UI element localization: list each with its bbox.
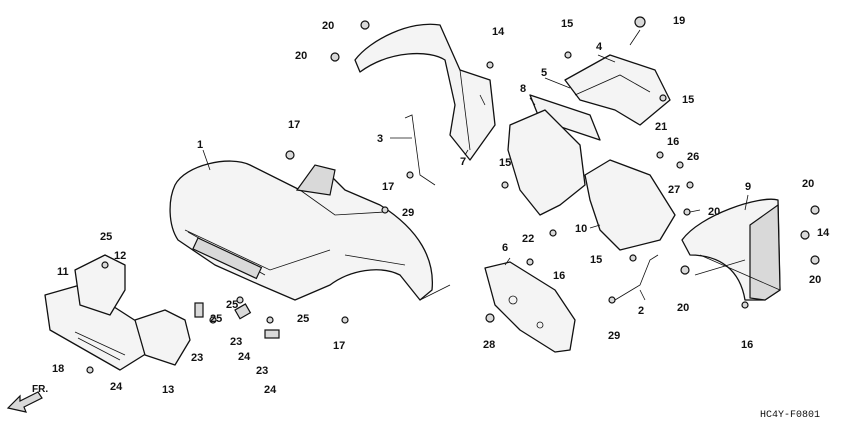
front-direction-arrow-icon: FR. [6, 384, 48, 413]
bracket-part [564, 54, 671, 126]
callout-11: 11 [57, 266, 69, 278]
callout-3: 3 [377, 133, 383, 145]
direction-label: FR. [32, 384, 48, 395]
mud-guard-part [484, 261, 576, 353]
callout-15d: 15 [590, 254, 602, 266]
callout-25c: 25 [210, 313, 222, 325]
callout-14a: 14 [492, 26, 505, 38]
callout-25d: 25 [297, 313, 309, 325]
callout-20e: 20 [809, 274, 821, 286]
callout-15c: 15 [499, 157, 511, 169]
callout-17a: 17 [288, 119, 300, 131]
callout-29b: 29 [608, 330, 620, 342]
callout-20b: 20 [295, 50, 307, 62]
callout-19: 19 [673, 15, 685, 27]
callout-22: 22 [522, 233, 534, 245]
callout-27: 27 [668, 184, 680, 196]
fastener-set [86, 16, 820, 374]
callout-20a: 20 [322, 20, 334, 32]
callout-23a: 23 [191, 352, 203, 364]
callout-24b: 24 [238, 351, 251, 363]
callout-21: 21 [655, 121, 667, 133]
housing-part [74, 254, 191, 366]
callout-23b: 23 [230, 336, 242, 348]
callout-labels: 1 2 3 4 5 6 7 8 9 10 11 12 13 14 14 15 1… [52, 15, 830, 396]
callout-23c: 23 [256, 365, 268, 377]
callout-16b: 16 [553, 270, 565, 282]
callout-14b: 14 [817, 227, 830, 239]
callout-24c: 24 [264, 384, 277, 396]
callout-17c: 17 [333, 340, 345, 352]
fender-flare-part [681, 198, 781, 301]
callout-9: 9 [745, 181, 751, 193]
callout-20c: 20 [708, 206, 720, 218]
callout-24a: 24 [110, 381, 123, 393]
rod-part [404, 114, 436, 186]
callout-20d: 20 [802, 178, 814, 190]
callout-26: 26 [687, 151, 699, 163]
callout-8: 8 [520, 83, 526, 95]
callout-17b: 17 [382, 181, 394, 193]
front-fender-part [169, 160, 434, 301]
callout-1: 1 [197, 139, 203, 151]
callout-25b: 25 [226, 299, 238, 311]
callout-15a: 15 [561, 18, 573, 30]
callout-20f: 20 [677, 302, 689, 314]
callout-4: 4 [596, 41, 603, 53]
leader-lines [202, 29, 781, 301]
callout-29a: 29 [402, 207, 414, 219]
drawing-code: HC4Y-F0801 [760, 410, 820, 421]
fender-stay-part [354, 23, 496, 161]
callout-5: 5 [541, 67, 547, 79]
callout-15b: 15 [682, 94, 694, 106]
callout-7: 7 [460, 156, 466, 168]
callout-18: 18 [52, 363, 64, 375]
callout-16a: 16 [667, 136, 679, 148]
callout-13: 13 [162, 384, 174, 396]
callout-10: 10 [575, 223, 587, 235]
callout-6: 6 [502, 242, 508, 254]
callout-28: 28 [483, 339, 495, 351]
inner-panel-part [507, 94, 676, 251]
callout-25a: 25 [100, 231, 112, 243]
callout-12: 12 [114, 250, 126, 262]
callout-2: 2 [638, 305, 644, 317]
callout-16c: 16 [741, 339, 753, 351]
